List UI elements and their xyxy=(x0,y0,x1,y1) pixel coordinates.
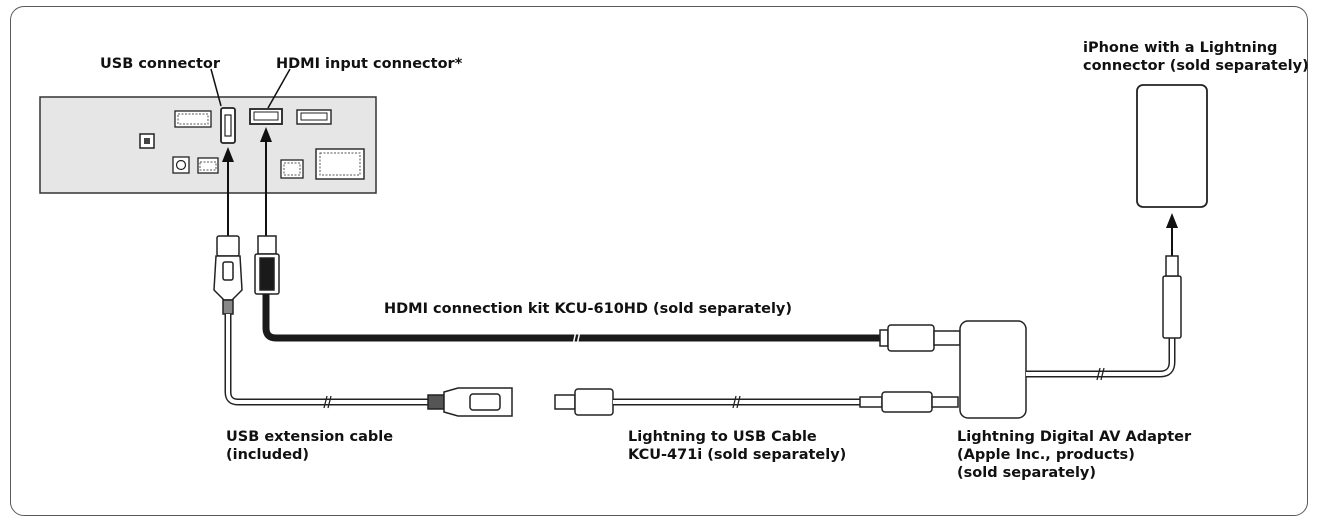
unit-port-pins-b xyxy=(197,157,219,174)
label-usb-connector: USB connector xyxy=(100,56,220,72)
hdmi-cable xyxy=(262,294,880,342)
usb-arrow-head xyxy=(222,147,234,162)
hdmi-plug-adapter-end xyxy=(879,324,961,352)
unit-port-pins-c xyxy=(280,159,304,179)
diagram-frame xyxy=(10,6,1308,516)
label-av-adapter-line3: (sold separately) xyxy=(957,465,1096,481)
label-leaders xyxy=(210,68,291,109)
connection-arrows xyxy=(222,127,1178,256)
cable-break-marks xyxy=(323,395,332,409)
iphone-lightning-plug xyxy=(1162,255,1182,339)
label-lightning-usb-line2: KCU-471i (sold separately) xyxy=(628,447,847,463)
usb-extension-cable xyxy=(224,314,428,406)
label-lightning-usb-line1: Lightning to USB Cable xyxy=(628,429,817,445)
usb-extension-socket xyxy=(427,387,513,417)
hdmi-plug xyxy=(254,235,280,295)
label-usb-extension-line1: USB extension cable xyxy=(226,429,394,445)
unit-port-c xyxy=(296,109,332,125)
adapter-iphone-cable xyxy=(1026,338,1176,378)
iphone-device xyxy=(1136,84,1208,208)
label-iphone-line1: iPhone with a Lightning xyxy=(1083,40,1278,56)
label-av-adapter-line2: (Apple Inc., products) xyxy=(957,447,1135,463)
unit-port-large xyxy=(315,148,365,180)
unit-hdmi-port xyxy=(249,108,283,125)
av-adapter xyxy=(959,320,1027,419)
lightning-usb-plug xyxy=(554,388,614,416)
usb-extension-plug xyxy=(213,235,243,315)
label-av-adapter-line1: Lightning Digital AV Adapter xyxy=(957,429,1192,445)
iphone-arrow-head xyxy=(1166,213,1178,228)
lightning-usb-lightning-end xyxy=(859,391,959,413)
label-hdmi-input-connector: HDMI input connector* xyxy=(276,56,463,72)
hdmi-arrow-head xyxy=(260,127,272,142)
label-hdmi-kit: HDMI connection kit KCU-610HD (sold sepa… xyxy=(384,301,793,317)
head-unit xyxy=(39,96,377,194)
label-iphone-line2: connector (sold separately) xyxy=(1083,58,1309,74)
label-usb-extension-line2: (included) xyxy=(226,447,310,463)
unit-port-pins-a xyxy=(174,110,212,128)
unit-port-round xyxy=(172,156,190,174)
